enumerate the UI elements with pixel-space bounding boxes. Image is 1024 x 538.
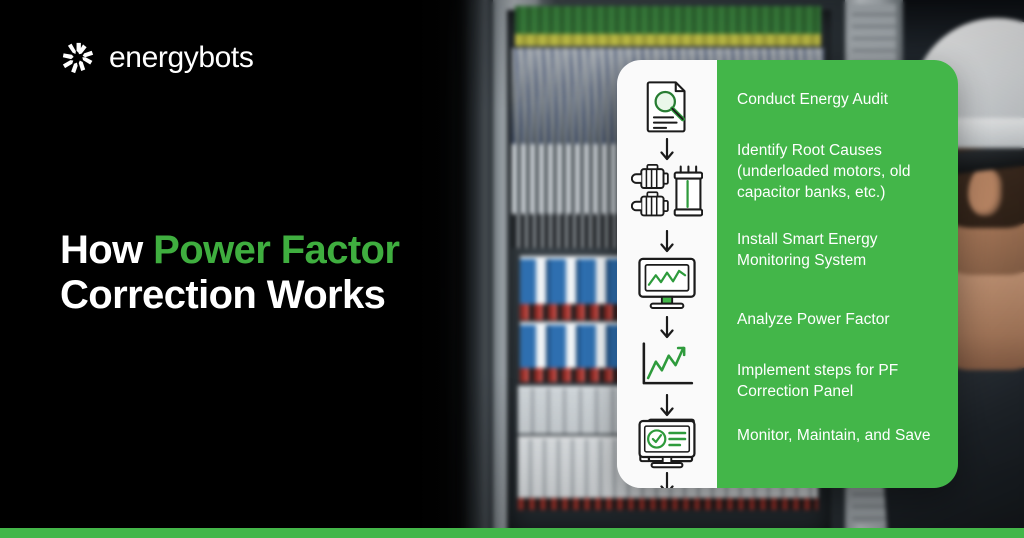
down-arrow-icon [660, 471, 674, 488]
step-label-5: Implement steps for PF Correction Panel [737, 362, 899, 400]
connector-arrow-1 [660, 137, 674, 169]
step-label-2: Identify Root Causes (underloaded motors… [737, 142, 911, 201]
brand-logo[interactable]: energybots [60, 40, 254, 76]
step-icon-3 [636, 256, 698, 315]
energybots-snowflake-icon [62, 42, 94, 74]
left-panel-gradient-fade [370, 0, 500, 538]
line-graph-axes-icon [642, 342, 694, 385]
down-arrow-icon [660, 315, 674, 339]
step-label-3: Install Smart Energy Monitoring System [737, 231, 878, 269]
step-label-1: Conduct Energy Audit [737, 91, 888, 108]
connector-arrow-2 [660, 229, 674, 261]
headline-part-2: Correction Works [60, 272, 386, 317]
step-icon-2 [630, 164, 704, 229]
bottom-accent-bar [0, 528, 1024, 538]
headline-part-1: How [60, 228, 154, 272]
step-label-6: Monitor, Maintain, and Save [737, 427, 931, 444]
motors-capacitor-bank-icon [630, 164, 704, 217]
connector-arrow-5 [660, 471, 674, 488]
page-title: How Power Factor Correction Works [60, 228, 460, 318]
down-arrow-icon [660, 229, 674, 253]
down-arrow-icon [660, 137, 674, 161]
connector-arrow-3 [660, 315, 674, 347]
step-icon-1 [639, 78, 695, 139]
document-magnifier-icon [646, 81, 686, 133]
monitor-checklist-icon [638, 419, 696, 469]
step-label-4: Analyze Power Factor [737, 311, 890, 328]
headline-accent: Power Factor [153, 228, 400, 272]
steps-list: Conduct Energy Audit Identify Root Cause… [717, 60, 958, 488]
brand-name: energybots [109, 41, 254, 74]
step-icon-4 [638, 342, 696, 395]
monitor-line-chart-icon [638, 257, 696, 309]
card-steps-column: Conduct Energy Audit Identify Root Cause… [717, 60, 958, 488]
connector-arrow-4 [660, 393, 674, 425]
down-arrow-icon [660, 393, 674, 417]
